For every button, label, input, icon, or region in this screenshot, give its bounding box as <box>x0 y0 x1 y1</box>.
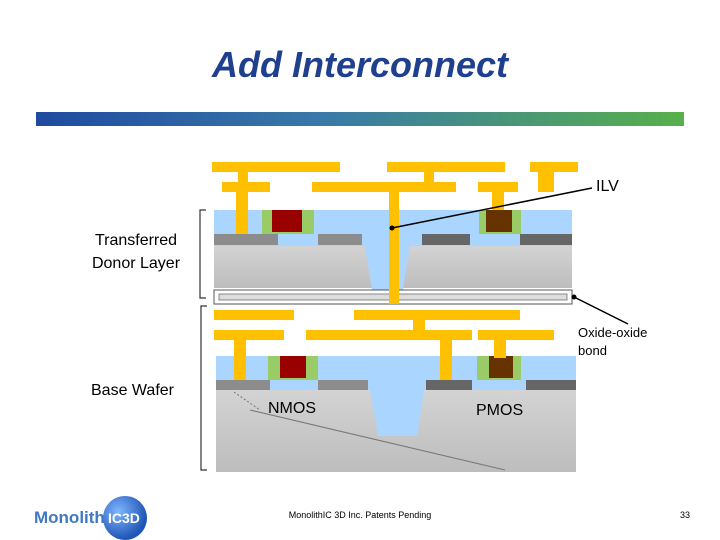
base-contact-region <box>426 380 472 390</box>
slide-footer: MonolithIC 3D Inc. Patents Pending <box>288 510 432 520</box>
donor-gate-nmos <box>272 210 302 232</box>
lower-metal <box>214 310 554 380</box>
pmos-label: PMOS <box>476 402 524 419</box>
transferred-label-line2: Donor Layer <box>91 255 181 272</box>
nmos-label: NMOS <box>268 400 316 417</box>
bracket-transferred <box>199 209 206 299</box>
company-logo-ball-text: IC3D <box>108 510 140 526</box>
upper-metal <box>212 162 578 304</box>
donor-gate-pmos <box>486 210 512 232</box>
ilv-pointer <box>391 187 593 229</box>
base-wafer <box>216 356 576 472</box>
slide-title: Add Interconnect <box>211 44 508 85</box>
page-number: 33 <box>679 510 690 520</box>
company-logo-text: Monolith <box>34 508 105 527</box>
base-gate-pmos <box>489 356 513 378</box>
base-isolation-trench <box>368 378 426 436</box>
donor-contact-region <box>520 234 572 245</box>
base-contact-region <box>526 380 576 390</box>
donor-contact-region <box>318 234 362 245</box>
company-logo-globe <box>103 496 147 540</box>
transferred-label-line1: Transferred <box>94 232 178 249</box>
base-dashed-guide <box>233 391 261 411</box>
base-wafer-label: Base Wafer <box>91 382 174 399</box>
donor-layer <box>214 210 572 290</box>
base-contact-region <box>216 380 270 390</box>
oxide-bond-label-line1: Oxide-oxide <box>578 325 648 340</box>
ilv-label: ILV <box>596 178 619 195</box>
base-guide <box>249 409 506 471</box>
donor-isolation-trench <box>362 230 412 290</box>
oxide-pointer <box>573 296 629 325</box>
title-gradient-bar <box>36 112 684 126</box>
donor-contact-region <box>422 234 470 245</box>
bracket-base-wafer <box>200 305 207 471</box>
base-contact-region <box>318 380 368 390</box>
oxide-bond-label-line2: bond <box>578 343 607 358</box>
donor-contact-region <box>214 234 278 245</box>
base-gate-nmos <box>280 356 306 378</box>
